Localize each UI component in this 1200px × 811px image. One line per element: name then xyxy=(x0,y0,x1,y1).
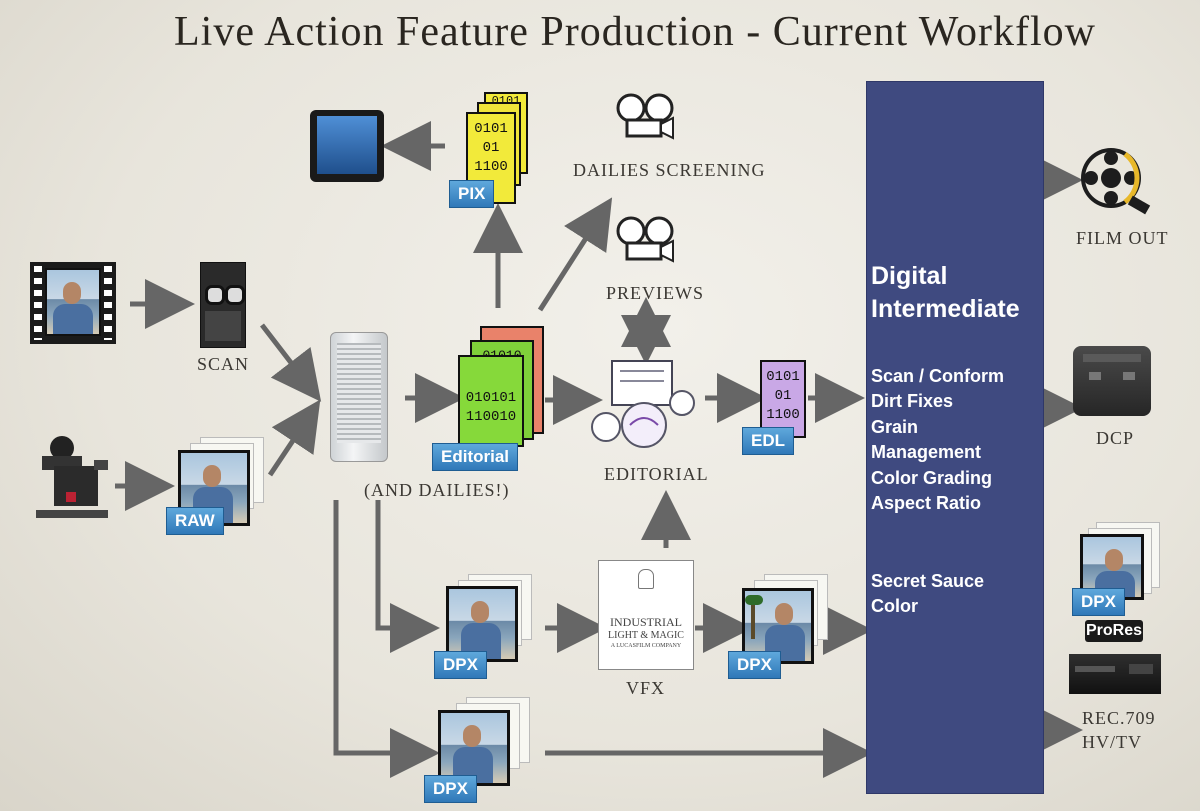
film-out-label: FILM OUT xyxy=(1076,228,1169,248)
camera-rig-icon xyxy=(36,436,116,530)
mac-pro-icon xyxy=(330,332,388,462)
ipad-icon xyxy=(310,110,384,182)
di-step: Aspect Ratio xyxy=(871,493,982,513)
di-heading-line2: Intermediate xyxy=(871,295,1020,323)
scanner-icon xyxy=(200,262,246,348)
dpx-tag: DPX xyxy=(1072,588,1125,616)
arrow-mac-down-to-dpx1 xyxy=(375,500,440,653)
edl-tag: EDL xyxy=(742,427,794,455)
di-step: Dirt Fixes xyxy=(871,391,954,411)
rec709-deck-icon xyxy=(1069,654,1161,694)
arrow-scan-to-mac xyxy=(260,323,322,402)
di-step: Scan / Conform xyxy=(871,366,1005,386)
dcp-label: DCP xyxy=(1096,428,1135,448)
editorial-reel-icon xyxy=(590,355,698,459)
previews-label: PREVIEWS xyxy=(606,283,704,303)
projector-icon xyxy=(615,215,675,267)
editorial-label: EDITORIAL xyxy=(604,464,709,484)
pix-tag: PIX xyxy=(449,180,495,208)
di-step: Management xyxy=(871,442,982,462)
scan-label: SCAN xyxy=(197,354,250,374)
raw-tag: RAW xyxy=(166,507,224,535)
ilm-logo: INDUSTRIAL LIGHT & MAGIC A LUCASFILM COM… xyxy=(598,560,694,670)
prores-tag: ProRes xyxy=(1085,620,1143,642)
dcp-case-icon xyxy=(1073,346,1151,416)
di-step: Color Grading xyxy=(871,468,992,488)
dailies-screening-label: DAILIES SCREENING xyxy=(573,160,766,180)
di-extra: Color xyxy=(871,596,918,616)
rec709-label-line1: REC.709 xyxy=(1082,708,1156,728)
slide-title: Live Action Feature Production - Current… xyxy=(174,9,1096,55)
editorial-tag: Editorial xyxy=(432,443,519,471)
projector-icon xyxy=(615,92,675,144)
film-reel-icon xyxy=(1075,142,1155,222)
dpx-tag: DPX xyxy=(424,775,477,803)
rec709-label-line2: HV/TV xyxy=(1082,732,1142,752)
dpx-tag: DPX xyxy=(434,651,487,679)
di-step: Grain xyxy=(871,417,919,437)
digital-intermediate-panel: Digital Intermediate Scan / Conform Dirt… xyxy=(866,81,1044,794)
arrow-mac-down-to-dpx3 xyxy=(333,500,440,778)
arrow-raw-to-mac xyxy=(267,399,321,477)
and-dailies-label: (AND DAILIES!) xyxy=(364,480,510,500)
vfx-label: VFX xyxy=(626,678,666,698)
arrow-to-dailies xyxy=(537,197,613,312)
film-strip-icon xyxy=(30,262,116,344)
di-heading-line1: Digital xyxy=(871,262,948,290)
di-extra: Secret Sauce xyxy=(871,571,985,591)
dpx-tag: DPX xyxy=(728,651,781,679)
